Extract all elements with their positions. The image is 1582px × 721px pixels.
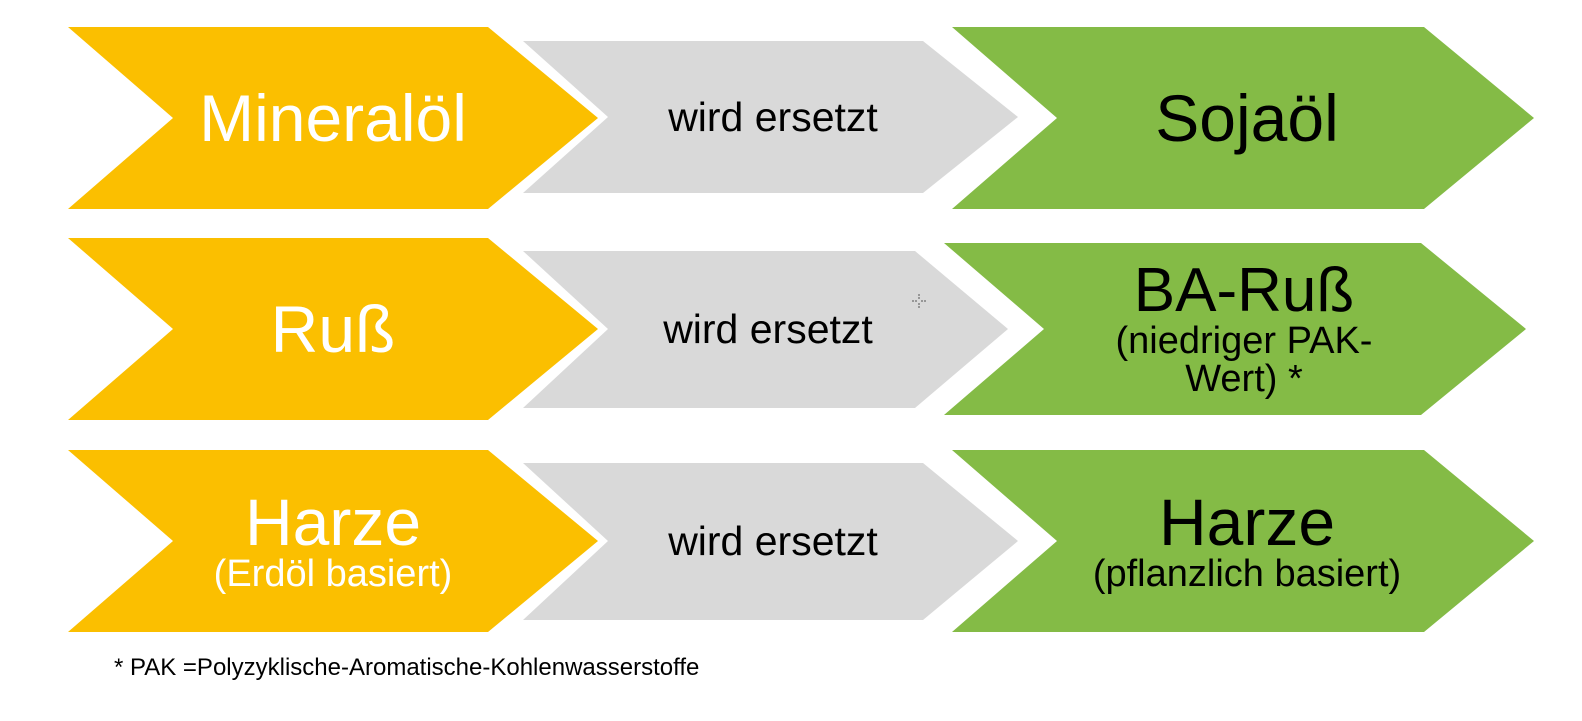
row-3-connector-chevron: wird ersetzt [523,463,1018,620]
row-3-target-subtitle: (pflanzlich basiert) [1092,553,1402,595]
row-2-source-chevron: Ruß [68,238,598,420]
row-2-connector-label: wird ersetzt [663,306,873,352]
row-1-target-title: Sojaöl [1155,81,1339,155]
row-3-target-chevron: Harze (pflanzlich basiert) [952,450,1534,632]
row-2-target-title: BA-Ruß [1133,256,1355,325]
row-3-source-chevron: Harze (Erdöl basiert) [68,450,598,632]
row-1-target-chevron: Sojaöl [952,27,1534,209]
row-3-source-title: Harze [244,485,422,559]
row-1-connector-label: wird ersetzt [668,93,878,140]
row-1-source-chevron: Mineralöl [68,27,598,209]
row-1-connector-chevron: wird ersetzt [523,41,1018,193]
row-1-source-title: Mineralöl [199,81,467,155]
row-2-source-title: Ruß [270,292,396,366]
crosshair-cursor-icon [912,294,926,308]
row-3-target-title: Harze [1158,485,1336,559]
row-2-connector-chevron: wird ersetzt [523,251,1008,408]
row-2-target-subtitle-line2: Wert) * [1185,358,1303,400]
row-3-source-subtitle: (Erdöl basiert) [213,553,453,595]
footnote: * PAK =Polyzyklische-Aromatische-Kohlenw… [114,654,700,681]
row-2-target-chevron: BA-Ruß (niedriger PAK- Wert) * [944,243,1526,415]
row-2-target-subtitle-line1: (niedriger PAK- [1115,320,1373,362]
row-3-connector-label: wird ersetzt [668,518,878,564]
